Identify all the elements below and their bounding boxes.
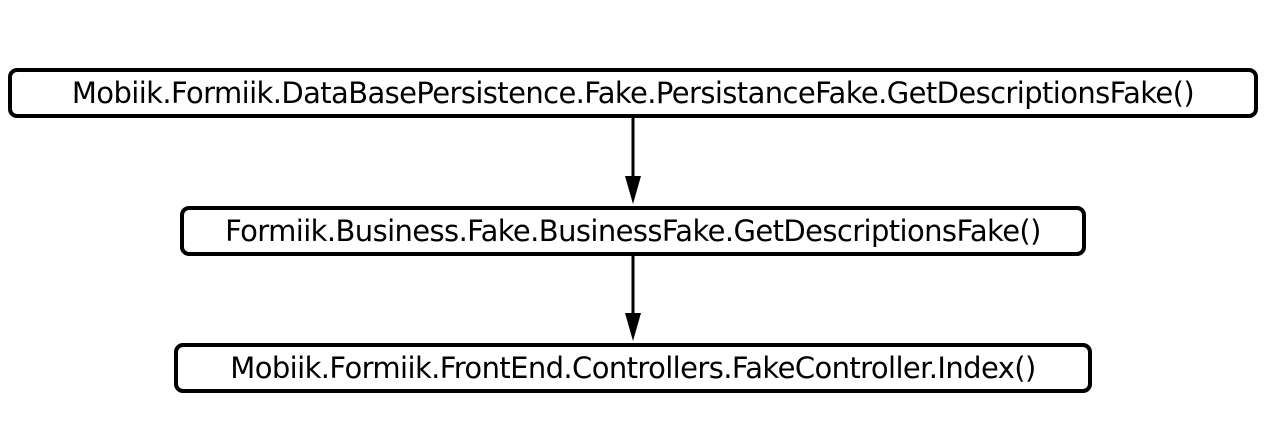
- arrowhead-icon: [625, 176, 641, 204]
- arrowhead-icon: [625, 313, 641, 341]
- edge-n2-to-n3: [625, 256, 641, 341]
- node-business-fake[interactable]: Formiik.Business.Fake.BusinessFake.GetDe…: [180, 206, 1086, 256]
- node-label: Mobiik.Formiik.FrontEnd.Controllers.Fake…: [230, 350, 1036, 385]
- edge-n1-to-n2: [625, 118, 641, 204]
- node-label: Formiik.Business.Fake.BusinessFake.GetDe…: [225, 213, 1041, 248]
- node-label: Mobiik.Formiik.DataBasePersistence.Fake.…: [71, 75, 1195, 110]
- node-persistence-fake[interactable]: Mobiik.Formiik.DataBasePersistence.Fake.…: [8, 68, 1258, 118]
- node-fake-controller-index[interactable]: Mobiik.Formiik.FrontEnd.Controllers.Fake…: [174, 343, 1092, 393]
